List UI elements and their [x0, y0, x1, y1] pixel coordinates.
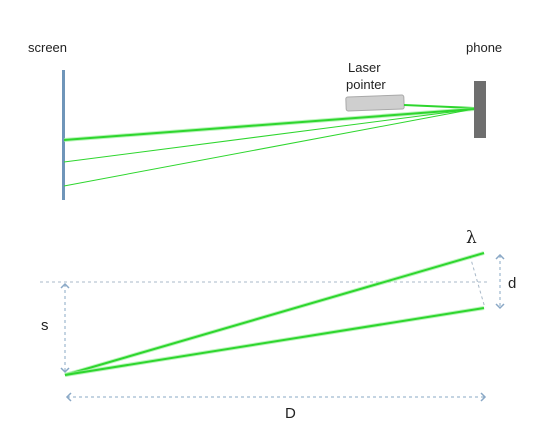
top-diagram: screen Laser pointer phone [28, 40, 502, 200]
diffracted-beam-order-2 [63, 108, 475, 187]
laser-pointer-label-line2: pointer [346, 77, 386, 92]
phone-label: phone [466, 40, 502, 55]
reflected-beam-main [63, 108, 475, 141]
diffracted-beam-order-1 [63, 108, 475, 163]
screen-label: screen [28, 40, 67, 55]
lower-beam [64, 307, 485, 376]
upper-beam [64, 252, 485, 376]
lambda-label: λ [466, 228, 477, 248]
bottom-diagram: s d λ D [40, 228, 516, 422]
laser-pointer-body [345, 94, 405, 112]
laser-pointer-label-line1: Laser [348, 60, 381, 75]
phone-body [474, 81, 486, 138]
s-label: s [41, 317, 49, 334]
incident-beam [403, 104, 475, 109]
top-beams [63, 104, 475, 187]
screen-bar [62, 70, 65, 200]
D-label: D [285, 405, 296, 422]
d-label: d [508, 275, 516, 292]
